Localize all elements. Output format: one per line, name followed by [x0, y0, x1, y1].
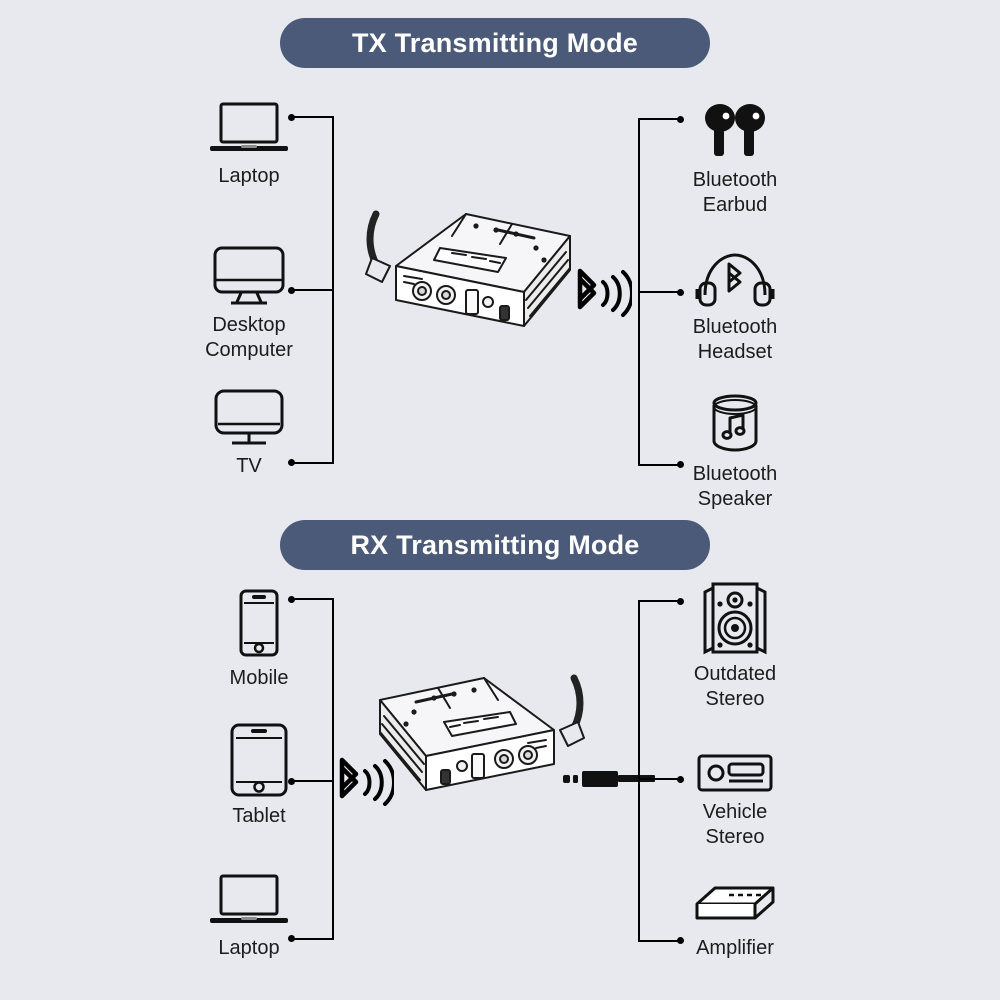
- node-tx-source-desktop: Desktop Computer: [186, 245, 312, 363]
- node-rx-source-laptop: Laptop: [188, 872, 310, 961]
- rx-section-title: RX Transmitting Mode: [280, 520, 710, 570]
- bluetooth-receiver-device: [362, 660, 602, 825]
- node-tx-target-earbud: Bluetooth Earbud: [672, 100, 798, 218]
- tx-section-title: TX Transmitting Mode: [280, 18, 710, 68]
- tx-right-bracket: [638, 116, 684, 468]
- bluetooth-headset-icon: [692, 247, 778, 309]
- node-label: Vehicle Stereo: [702, 801, 768, 848]
- laptop-icon: [206, 872, 292, 930]
- vehicle-stereo-icon: [696, 752, 774, 794]
- rx-title-text: RX Transmitting Mode: [350, 529, 640, 560]
- node-rx-target-amplifier: Amplifier: [672, 882, 798, 961]
- bluetooth-signal-icon: [570, 266, 634, 327]
- node-label: Bluetooth Speaker: [692, 463, 778, 510]
- bluetooth-transmitter-device: [348, 196, 588, 361]
- node-label: Amplifier: [696, 937, 774, 959]
- node-rx-target-vehicle-stereo: Vehicle Stereo: [672, 752, 798, 850]
- desktop-computer-icon: [209, 245, 289, 307]
- rx-right-bracket: [638, 598, 684, 944]
- mobile-icon: [233, 588, 285, 660]
- node-label: Bluetooth Headset: [692, 316, 778, 363]
- node-tx-source-laptop: Laptop: [188, 100, 310, 189]
- tx-left-bracket: [288, 114, 334, 466]
- bluetooth-speaker-icon: [703, 392, 767, 456]
- node-tx-source-tv: TV: [190, 388, 308, 479]
- node-label: Bluetooth Earbud: [692, 169, 778, 216]
- node-label: Desktop Computer: [205, 314, 293, 361]
- tv-icon: [210, 388, 288, 448]
- laptop-icon: [206, 100, 292, 158]
- amplifier-icon: [693, 882, 777, 930]
- bluetooth-earbud-icon: [698, 100, 772, 162]
- node-label: Tablet: [232, 805, 286, 827]
- node-label: TV: [236, 455, 262, 477]
- node-label: Laptop: [218, 937, 280, 959]
- node-label: Outdated Stereo: [693, 663, 777, 710]
- rx-left-bracket: [288, 596, 334, 942]
- node-tx-target-speaker: Bluetooth Speaker: [672, 392, 798, 512]
- node-label: Mobile: [229, 667, 289, 689]
- node-rx-target-outdated-stereo: Outdated Stereo: [672, 580, 798, 712]
- node-rx-source-tablet: Tablet: [200, 722, 318, 829]
- audio-jack-icon: [563, 768, 655, 795]
- tablet-icon: [226, 722, 292, 798]
- node-label: Laptop: [218, 165, 280, 187]
- outdated-stereo-icon: [699, 580, 771, 656]
- node-rx-source-mobile: Mobile: [200, 588, 318, 691]
- node-tx-target-headset: Bluetooth Headset: [672, 247, 798, 365]
- tx-title-text: TX Transmitting Mode: [351, 27, 638, 58]
